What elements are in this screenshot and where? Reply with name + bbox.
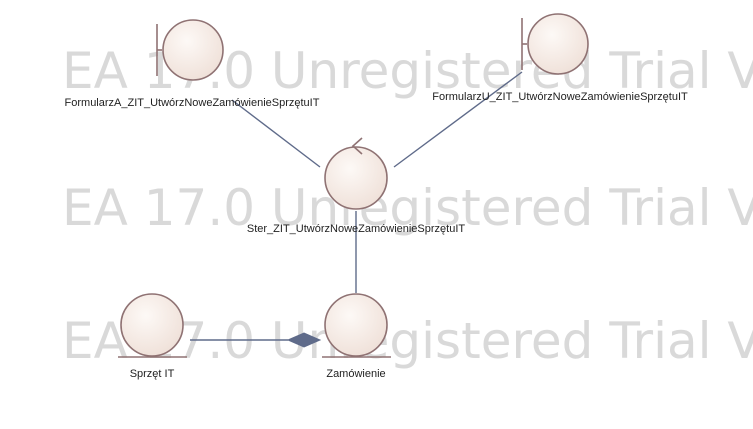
- boundary-formularz-a[interactable]: FormularzA_ZIT_UtwórzNoweZamówienieSprzę…: [65, 19, 320, 109]
- control-ster[interactable]: Ster_ZIT_UtwórzNoweZamówienieSprzętuIT: [247, 137, 466, 235]
- boundary-icon: [156, 19, 224, 81]
- entity-sprzet-it-label: Sprzęt IT: [130, 368, 175, 380]
- entity-sprzet-it[interactable]: Sprzęt IT: [118, 293, 187, 380]
- boundary-icon: [521, 13, 589, 75]
- boundary-formularz-a-label: FormularzA_ZIT_UtwórzNoweZamówienieSprzę…: [65, 97, 320, 109]
- watermark-line-2: EA 17.0 Unregistered Trial Version: [62, 179, 753, 237]
- entity-icon: [322, 293, 391, 358]
- control-icon: [324, 137, 388, 210]
- association-formularz-a-to-ster[interactable]: [231, 99, 321, 168]
- association-formularz-u-to-ster[interactable]: [393, 71, 523, 168]
- composition-diamond: [286, 332, 322, 348]
- entity-zamowienie-label: Zamówienie: [326, 368, 385, 380]
- connectors: [190, 71, 523, 348]
- entity-icon: [118, 293, 187, 358]
- boundary-formularz-u-label: FormularzU_ZIT_UtwórzNoweZamówienieSprzę…: [432, 91, 688, 103]
- boundary-formularz-u[interactable]: FormularzU_ZIT_UtwórzNoweZamówienieSprzę…: [432, 13, 688, 103]
- entity-zamowienie[interactable]: Zamówienie: [322, 293, 391, 380]
- control-ster-label: Ster_ZIT_UtwórzNoweZamówienieSprzętuIT: [247, 223, 466, 235]
